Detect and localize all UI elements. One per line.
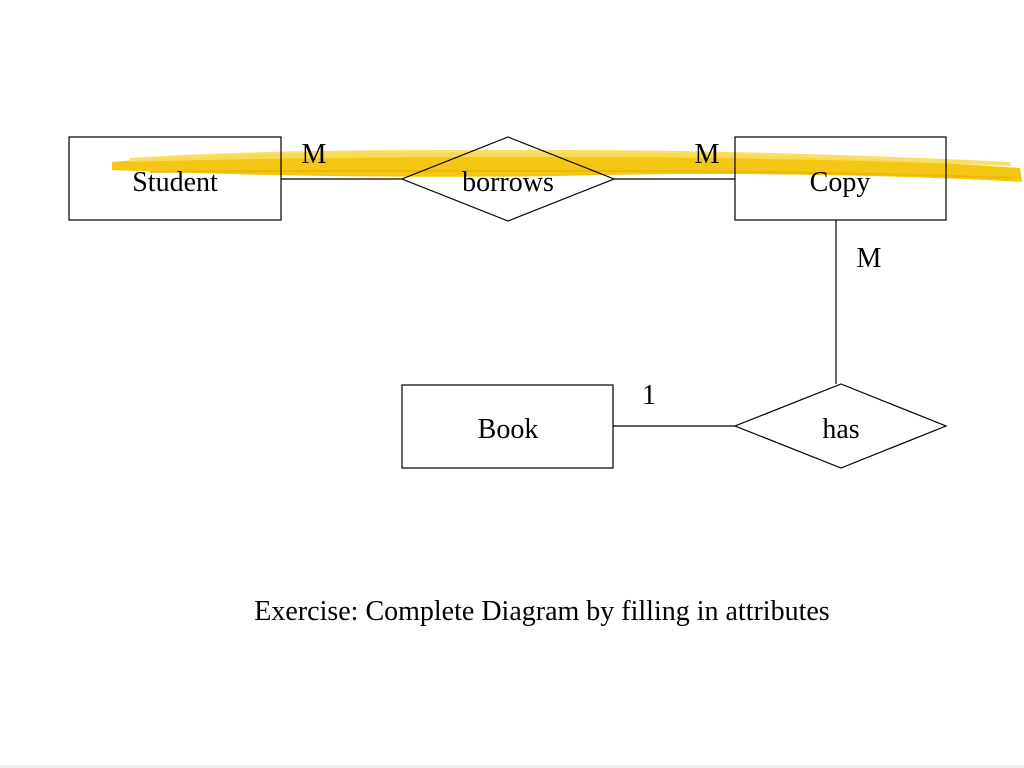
relationship-borrows-label: borrows: [462, 167, 554, 198]
entity-book-label: Book: [478, 414, 539, 445]
highlighter-stroke: [112, 149, 1022, 182]
entity-book-box: [401, 384, 614, 469]
highlight-band: [112, 152, 1022, 182]
footer-divider: [0, 765, 1024, 768]
cardinality-student-borrows: M: [302, 139, 327, 170]
entity-student-label: Student: [132, 167, 218, 198]
relationship-has-diamond: [733, 383, 948, 469]
highlight-streak: [149, 169, 1016, 179]
relationship-has: has: [733, 383, 948, 469]
entity-copy: Copy: [734, 136, 947, 221]
cardinality-book-has: 1: [642, 380, 656, 411]
relationship-borrows-diamond: [400, 136, 616, 222]
highlight-band-light: [130, 149, 1012, 166]
relationship-borrows: borrows: [400, 136, 616, 222]
entity-copy-box: [734, 136, 947, 221]
entity-book: Book: [401, 384, 614, 469]
cardinality-copy-has: M: [857, 243, 882, 274]
entity-copy-label: Copy: [810, 167, 871, 198]
entity-student: Student: [68, 136, 282, 221]
cardinality-borrows-copy: M: [695, 139, 720, 170]
exercise-caption: Exercise: Complete Diagram by filling in…: [254, 596, 830, 627]
entity-student-box: [68, 136, 282, 221]
relationship-has-label: has: [822, 414, 859, 445]
